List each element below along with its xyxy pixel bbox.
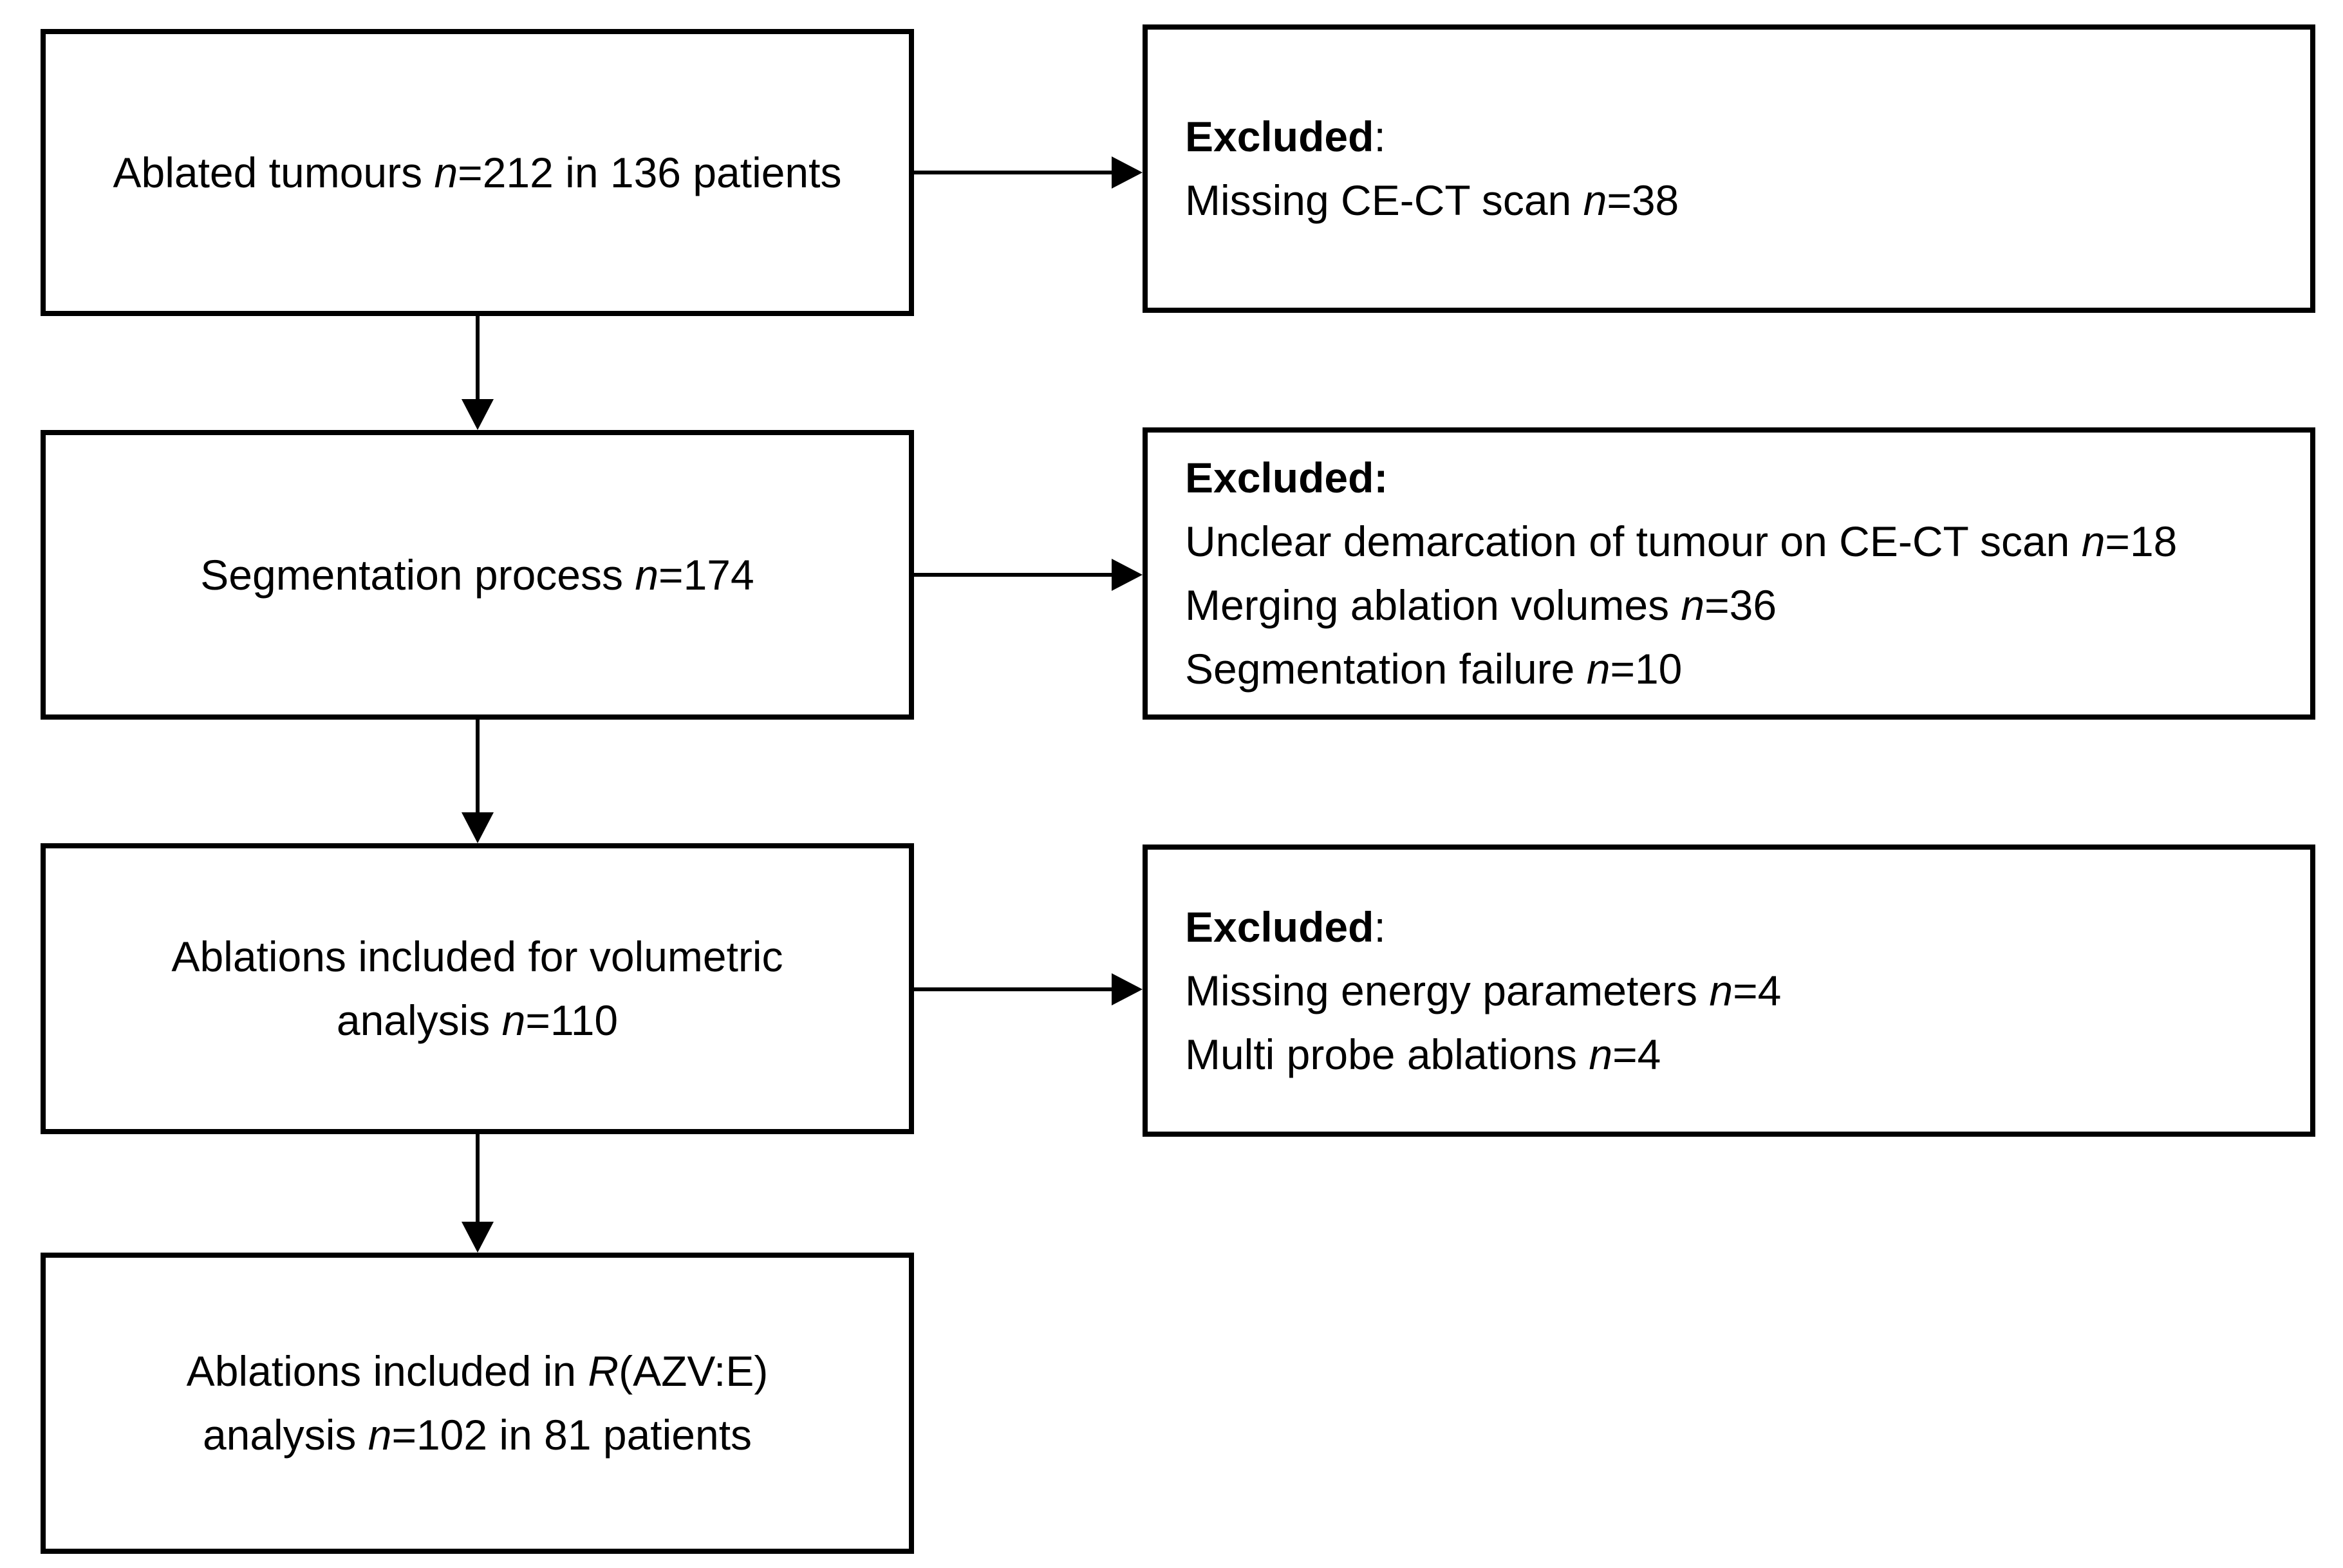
text-segment: n (501, 996, 526, 1044)
text-segment: R (588, 1347, 619, 1395)
text-segment: =4 (1733, 966, 1782, 1014)
text-segment: n (1709, 966, 1733, 1014)
text-segment: analysis (202, 1411, 368, 1459)
text-line: Ablated tumours n=212 in 136 patients (113, 141, 842, 205)
text-segment: Excluded (1185, 113, 1374, 160)
box-excluded-after-ablation: Excluded:Missing CE-CT scan n=38 (1143, 24, 2315, 313)
box-volumetric-analysis: Ablations included for volumetric analysi… (41, 843, 914, 1134)
arrow-shaft (476, 1134, 480, 1222)
text-line: analysis n=102 in 81 patients (187, 1403, 769, 1467)
text-segment: (AZV:E) (619, 1347, 769, 1395)
text-line: Missing CE-CT scan n=38 (1185, 169, 1679, 232)
box-excluded-after-segmentation: Excluded: Unclear demarcation of tumour o… (1143, 427, 2315, 720)
text-segment: Ablations included in (186, 1347, 588, 1395)
text-segment: analysis (336, 996, 502, 1044)
arrow-shaft (476, 316, 480, 400)
text-segment: n (1583, 176, 1607, 224)
text-segment: n (1681, 581, 1705, 629)
text-line: Ablations included in R(AZV:E) (187, 1339, 769, 1403)
text-line: Unclear demarcation of tumour on CE-CT s… (1185, 510, 2177, 574)
box-segmentation-process: Segmentation process n=174 (41, 430, 914, 720)
box-volumetric-analysis-text: Ablations included for volumetric analysi… (171, 925, 783, 1052)
text-line: Segmentation failure n=10 (1185, 637, 2177, 701)
text-segment: n (368, 1411, 392, 1459)
text-segment: =18 (2105, 518, 2178, 565)
text-segment: =102 in 81 patients (391, 1411, 752, 1459)
box-excluded-after-ablation-text: Excluded:Missing CE-CT scan n=38 (1185, 105, 1679, 232)
box-razve-analysis: Ablations included in R(AZV:E)analysis n… (41, 1253, 914, 1554)
text-segment: n (1589, 1030, 1613, 1078)
arrow-shaft (914, 987, 1112, 991)
arrow-shaft (476, 720, 480, 813)
box-ablated-tumours: Ablated tumours n=212 in 136 patients (41, 29, 914, 316)
text-line: Excluded: (1185, 105, 1679, 169)
text-segment: =10 (1610, 645, 1683, 693)
text-segment: Excluded: (1185, 454, 1388, 501)
box-segmentation-process-text: Segmentation process n=174 (200, 543, 754, 607)
arrow-shaft (914, 171, 1112, 174)
arrowhead-right-icon (1112, 973, 1143, 1005)
text-line: Excluded: (1185, 446, 2177, 510)
text-segment: Merging ablation volumes (1185, 581, 1681, 629)
arrow-shaft (914, 573, 1112, 577)
text-segment: n (434, 148, 458, 196)
text-segment: : (1374, 113, 1386, 160)
text-line: analysis n=110 (171, 989, 783, 1052)
text-segment: =212 in 136 patients (458, 148, 842, 196)
text-segment: Ablations included for volumetric (171, 933, 783, 980)
arrowhead-down-icon (462, 812, 494, 843)
text-line: Excluded: (1185, 895, 1781, 959)
box-ablated-tumours-text: Ablated tumours n=212 in 136 patients (113, 141, 842, 205)
text-segment: : (1374, 902, 1386, 951)
text-segment: Segmentation process (200, 550, 635, 599)
text-segment: Multi probe ablations (1185, 1030, 1589, 1078)
text-segment: Ablated tumours (113, 148, 434, 196)
box-excluded-after-segmentation-text: Excluded: Unclear demarcation of tumour o… (1185, 446, 2177, 701)
text-segment: Unclear demarcation of tumour on CE-CT s… (1185, 518, 2082, 565)
text-line: Merging ablation volumes n=36 (1185, 574, 2177, 637)
text-segment: =174 (658, 550, 754, 599)
text-segment: =38 (1607, 176, 1679, 224)
text-line: Ablations included for volumetric (171, 925, 783, 989)
text-segment: =110 (525, 996, 619, 1044)
text-line: Multi probe ablations n=4 (1185, 1023, 1781, 1087)
text-segment: =36 (1704, 581, 1777, 629)
text-segment: n (1586, 645, 1610, 693)
text-segment: =4 (1612, 1030, 1661, 1078)
box-razve-analysis-text: Ablations included in R(AZV:E)analysis n… (187, 1339, 769, 1467)
arrowhead-down-icon (462, 399, 494, 430)
arrowhead-down-icon (462, 1222, 494, 1253)
text-segment: Missing CE-CT scan (1185, 176, 1583, 224)
text-line: Missing energy parameters n=4 (1185, 959, 1781, 1023)
arrowhead-right-icon (1112, 156, 1143, 189)
text-segment: Excluded (1185, 902, 1374, 951)
text-segment: Segmentation failure (1185, 645, 1587, 693)
text-segment: n (2081, 518, 2105, 565)
arrowhead-right-icon (1112, 559, 1143, 591)
text-segment: Missing energy parameters (1185, 966, 1710, 1014)
text-line: Segmentation process n=174 (200, 543, 754, 607)
text-segment: n (635, 550, 659, 599)
